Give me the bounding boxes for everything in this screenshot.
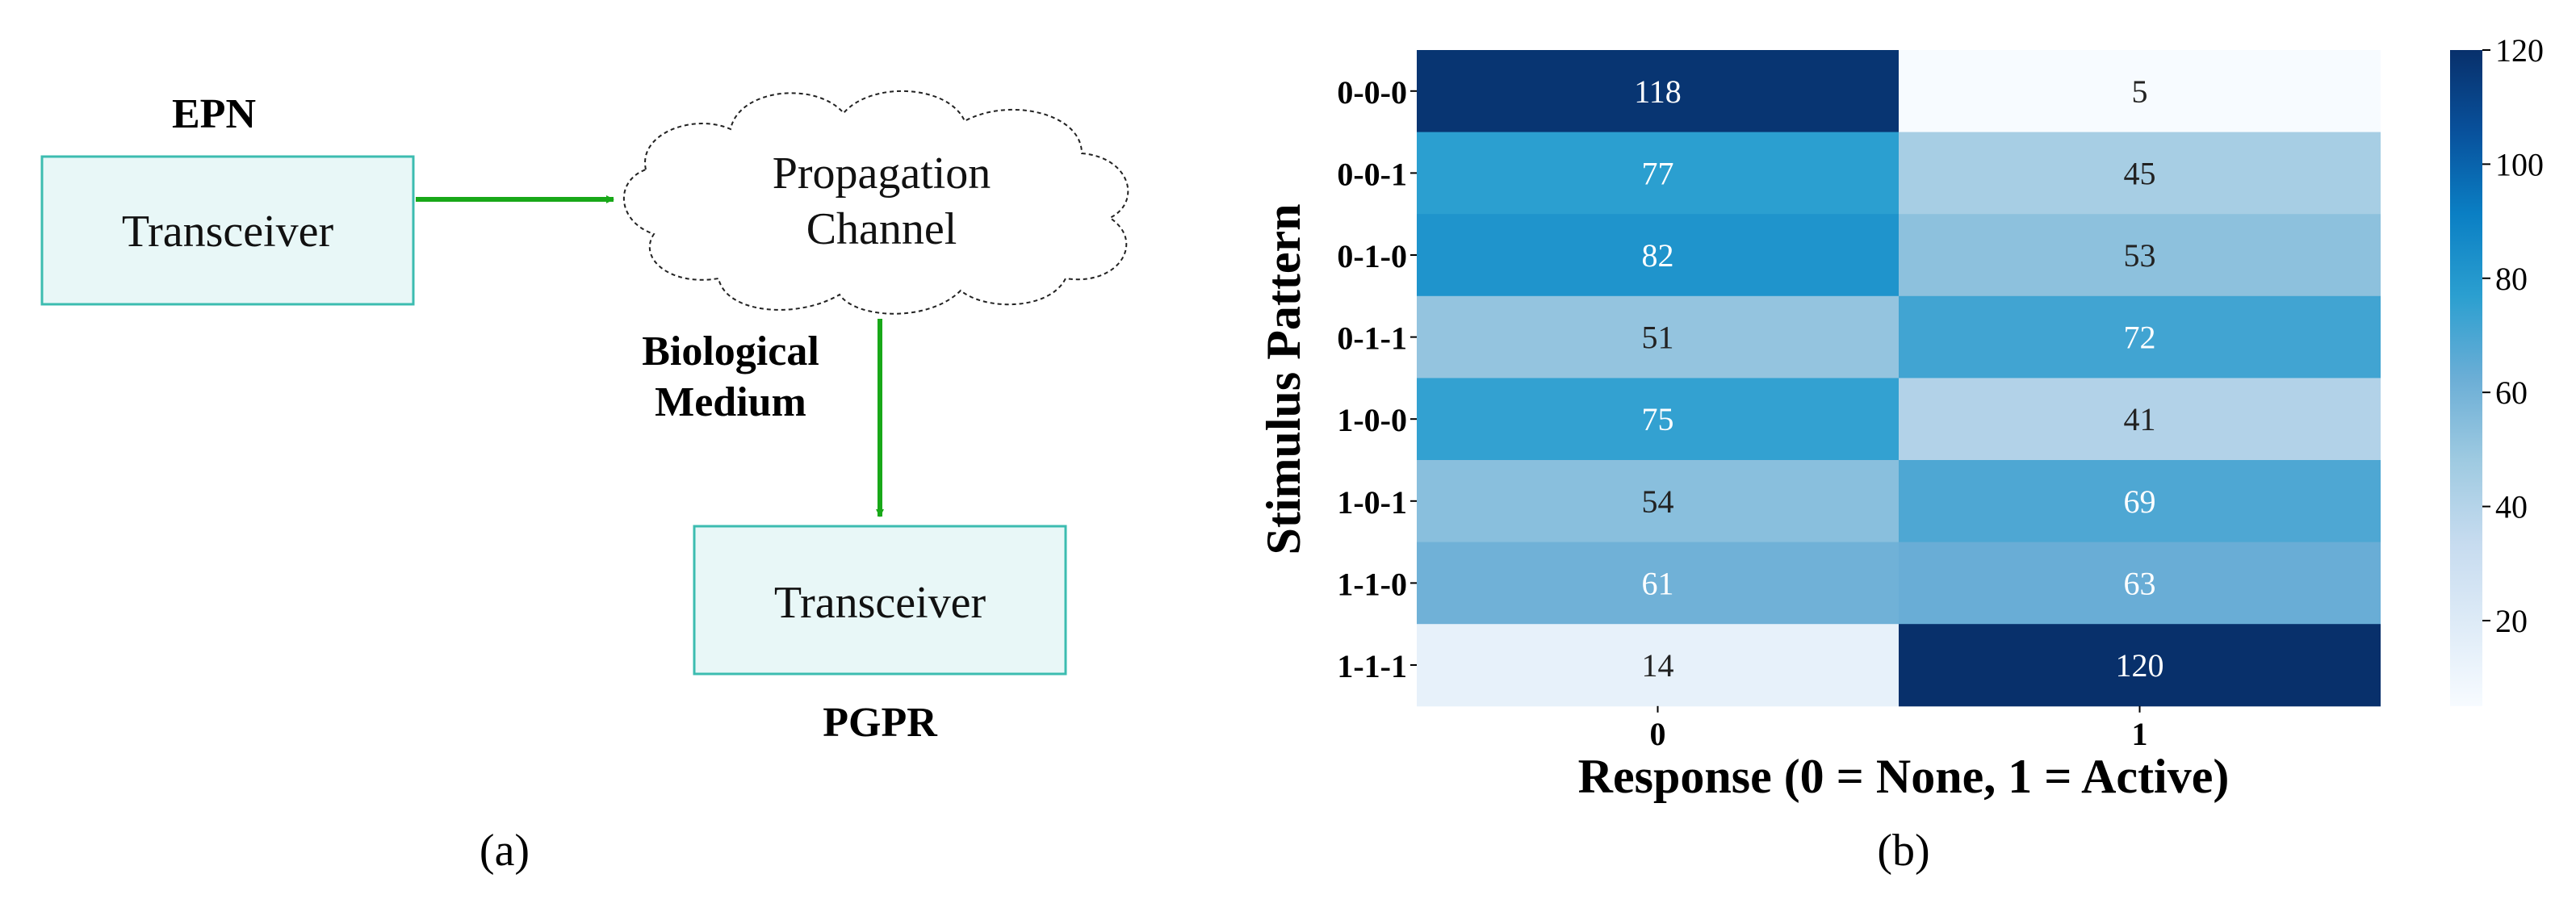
heatmap-cell [1899,378,2381,461]
medium-line-1: Biological [642,328,819,374]
transceiver-box-top: Transceiver [40,155,415,306]
y-axis-label: Stimulus Pattern [1257,204,1310,555]
heatmap-cell [1899,50,2381,133]
heatmap-cell [1417,214,1899,297]
heatmap-cell [1417,378,1899,461]
colorbar-tick-label: 60 [2495,374,2528,411]
cell-value-label: 118 [1634,73,1682,110]
cell-value-label: 72 [2124,320,2156,356]
heatmap-cell [1417,542,1899,625]
heatmap-cell [1417,132,1899,215]
row-tick-label: 0-0-0 [1337,74,1407,111]
row-tick-label: 1-1-0 [1337,566,1407,602]
row-tick-label: 1-1-1 [1337,648,1407,684]
cell-value-label: 61 [1642,565,1674,601]
colorbar-gradient [2450,50,2482,706]
colorbar-tick-label: 100 [2495,146,2544,182]
cell-value-label: 82 [1642,237,1674,274]
cloud-line-1: Propagation [773,149,991,199]
row-tick-label: 1-0-1 [1337,484,1407,521]
cell-value-label: 54 [1642,483,1674,520]
heatmap-cell [1417,295,1899,379]
panel-a-diagram: EPN Transceiver Propagation Channel Biol… [40,90,1129,876]
heatmap-cell [1899,624,2381,707]
column-tick-label: 0 [1650,716,1666,752]
x-axis-label: Response (0 = None, 1 = Active) [1578,750,2230,803]
cell-value-label: 77 [1642,155,1674,191]
row-tick-label: 0-0-1 [1337,156,1407,192]
row-tick-label: 0-1-1 [1337,320,1407,357]
heatmap-cells: 118 5 77 45 82 53 51 72 75 41 54 69 61 63 14 120 [1417,50,2381,707]
epn-label: EPN [172,91,256,137]
transceiver-box-bottom: Transceiver [693,525,1067,676]
cell-value-label: 41 [2124,401,2156,437]
cell-value-label: 120 [2116,647,2164,684]
cell-value-label: 51 [1642,320,1674,356]
heatmap-cell [1899,132,2381,215]
cell-value-label: 75 [1642,401,1674,437]
pgpr-label: PGPR [823,700,938,746]
caption-a: (a) [480,826,530,876]
colorbar: 20 40 60 80 100 120 [2450,32,2544,706]
cell-value-label: 14 [1642,647,1674,684]
heatmap-cell [1417,624,1899,707]
colorbar-ticks: 20 40 60 80 100 120 [2482,32,2544,639]
cell-value-label: 5 [2132,73,2148,110]
colorbar-tick-label: 120 [2495,32,2544,69]
heatmap-cell [1899,214,2381,297]
heatmap-cell [1417,460,1899,543]
cell-value-label: 63 [2124,565,2156,601]
heatmap-cell [1899,542,2381,625]
colorbar-tick-label: 80 [2495,261,2528,297]
caption-b: (b) [1877,826,1929,876]
cloud-line-2: Channel [806,204,957,254]
column-tick-label: 1 [2132,716,2148,752]
transceiver-top-label: Transceiver [122,207,334,257]
row-labels: 0-0-0 0-0-1 0-1-0 0-1-1 1-0-0 1-0-1 1-1-0 1-1-1 [1337,74,1417,684]
heatmap-cell [1899,460,2381,543]
heatmap-cell [1417,50,1899,133]
cell-value-label: 45 [2124,155,2156,191]
transceiver-bottom-label: Transceiver [774,578,986,628]
row-tick-label: 0-1-0 [1337,238,1407,274]
colorbar-tick-label: 20 [2495,603,2528,639]
cell-value-label: 69 [2124,483,2156,520]
heatmap-cell [1899,295,2381,379]
row-tick-label: 1-0-0 [1337,402,1407,438]
medium-line-2: Medium [655,379,806,425]
propagation-channel-cloud: Propagation Channel [623,90,1129,315]
colorbar-tick-label: 40 [2495,489,2528,525]
cell-value-label: 53 [2124,237,2156,274]
